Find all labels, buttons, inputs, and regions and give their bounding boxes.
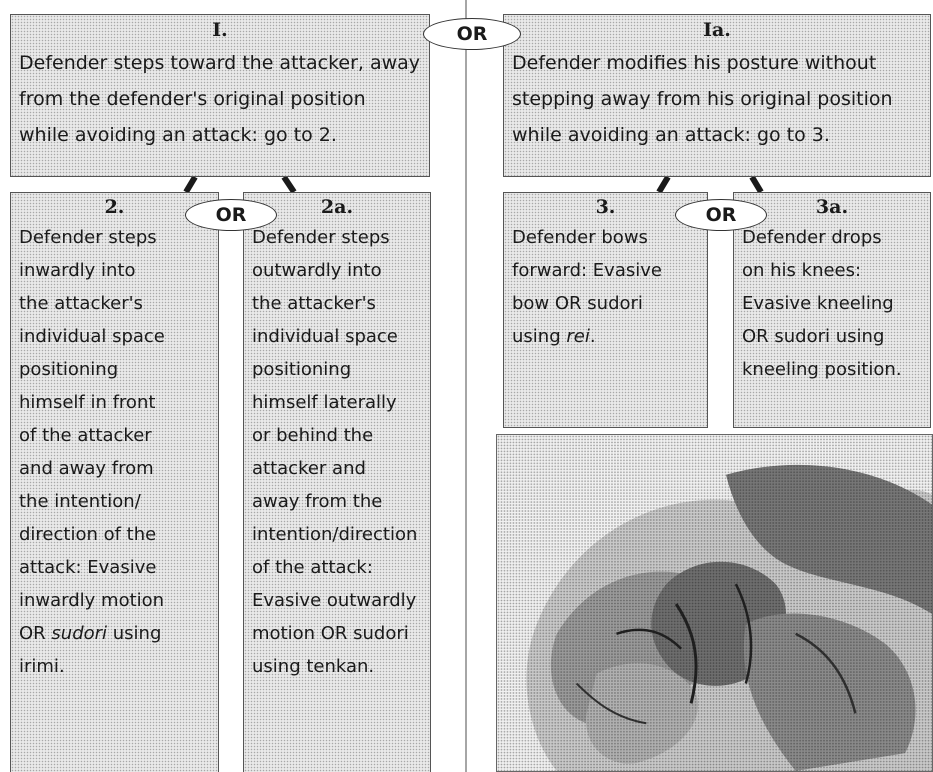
step-2a-line: of the attack: bbox=[252, 551, 422, 584]
step-3a-line: Evasive kneeling bbox=[742, 287, 922, 320]
step-2a-line: the attacker's bbox=[252, 287, 422, 320]
step-2a-number: 2a. bbox=[252, 193, 422, 221]
step-2-line: inwardly into bbox=[19, 254, 210, 287]
step-2-line: irimi. bbox=[19, 650, 210, 683]
step-3-number: 3. bbox=[512, 193, 699, 221]
step-2-line: of the attacker bbox=[19, 419, 210, 452]
step-2a-box: 2a. Defender steps outwardly into the at… bbox=[243, 192, 431, 772]
step-2a-line: himself laterally bbox=[252, 386, 422, 419]
step-2a-line: outwardly into bbox=[252, 254, 422, 287]
step-2a-line: away from the bbox=[252, 485, 422, 518]
step-2a-line: using tenkan. bbox=[252, 650, 422, 683]
step-1-text: Defender steps toward the attacker, away… bbox=[19, 52, 420, 146]
step-2a-line: Defender steps bbox=[252, 221, 422, 254]
step-1a-box: Ia. Defender modifies his posture withou… bbox=[503, 14, 931, 177]
step-2-line: the attacker's bbox=[19, 287, 210, 320]
step-3a-number: 3a. bbox=[742, 193, 922, 221]
step-1-box: I. Defender steps toward the attacker, a… bbox=[10, 14, 430, 177]
step-3a-line: Defender drops bbox=[742, 221, 922, 254]
step-2-line: inwardly motion bbox=[19, 584, 210, 617]
step-2-box: 2. Defender steps inwardly into the atta… bbox=[10, 192, 219, 772]
or-label-top: OR bbox=[423, 18, 521, 50]
step-2a-line: motion OR sudori bbox=[252, 617, 422, 650]
step-2-line: and away from bbox=[19, 452, 210, 485]
photo-illustration bbox=[496, 434, 933, 772]
rei-italic: rei bbox=[566, 326, 589, 347]
step-2a-line: attacker and bbox=[252, 452, 422, 485]
step-3-line: Defender bows bbox=[512, 221, 699, 254]
step-2a-line: intention/direction bbox=[252, 518, 422, 551]
step-2a-line: individual space bbox=[252, 320, 422, 353]
step-3a-box: 3a. Defender drops on his knees: Evasive… bbox=[733, 192, 931, 428]
step-3-line: forward: Evasive bbox=[512, 254, 699, 287]
step-2-line: positioning bbox=[19, 353, 210, 386]
step-3a-line: on his knees: bbox=[742, 254, 922, 287]
step-2-line: Defender steps bbox=[19, 221, 210, 254]
step-2-number: 2. bbox=[19, 193, 210, 221]
sudori-italic: sudori bbox=[51, 623, 107, 644]
step-2-line: attack: Evasive bbox=[19, 551, 210, 584]
step-1a-number: Ia. bbox=[512, 15, 922, 45]
step-2-line: himself in front bbox=[19, 386, 210, 419]
or-label-right: OR bbox=[675, 199, 767, 231]
step-2a-line: Evasive outwardly bbox=[252, 584, 422, 617]
step-2a-line: or behind the bbox=[252, 419, 422, 452]
step-2-line: individual space bbox=[19, 320, 210, 353]
or-label-left: OR bbox=[185, 199, 277, 231]
step-3-line: bow OR sudori bbox=[512, 287, 699, 320]
step-2-line: direction of the bbox=[19, 518, 210, 551]
step-3-box: 3. Defender bows forward: Evasive bow OR… bbox=[503, 192, 708, 428]
step-2a-line: positioning bbox=[252, 353, 422, 386]
step-3a-line: kneeling position. bbox=[742, 353, 922, 386]
step-1a-text: Defender modifies his posture without st… bbox=[512, 52, 893, 146]
step-1-number: I. bbox=[19, 15, 421, 45]
step-2-line: the intention/ bbox=[19, 485, 210, 518]
step-2-line-italic: OR sudori using bbox=[19, 617, 210, 650]
step-3-line-italic: using rei. bbox=[512, 320, 699, 353]
step-3a-line: OR sudori using bbox=[742, 320, 922, 353]
